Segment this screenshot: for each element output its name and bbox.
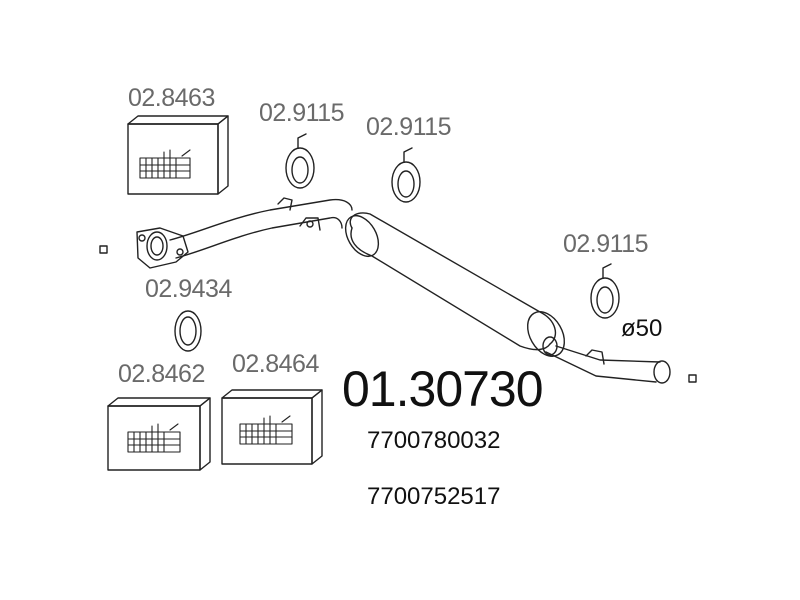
rubber-hanger-icon [391,147,421,203]
front-flange [136,227,189,269]
right-end-marker [688,374,697,383]
part-code-clamp-1: 02.9115 [259,99,345,127]
mounting-kit-icon [107,397,211,471]
pipe-diameter-label: ø50 [621,315,663,342]
main-part-number: 01.30730 [342,361,544,417]
mounting-kit-icon [127,115,229,195]
part-code-kit-bottom-left: 02.8462 [118,360,205,388]
part-code-clamp-3: 02.9115 [563,230,649,258]
part-code-kit-bottom-right: 02.8464 [232,350,319,378]
front-pipe [169,197,353,259]
silencer-body [344,212,566,357]
oem-number-1: 7700780032 [367,427,501,454]
mounting-kit-icon [221,389,323,465]
gasket-ring-icon [174,310,202,352]
part-code-clamp-2: 02.9115 [366,113,452,141]
part-code-gasket: 02.9434 [145,275,232,303]
left-end-marker [99,245,108,254]
part-code-kit-top: 02.8463 [128,84,215,112]
tail-pipe [542,336,671,384]
rubber-hanger-icon [590,263,620,319]
oem-number-2: 7700752517 [367,483,501,510]
rubber-hanger-icon [285,133,315,189]
